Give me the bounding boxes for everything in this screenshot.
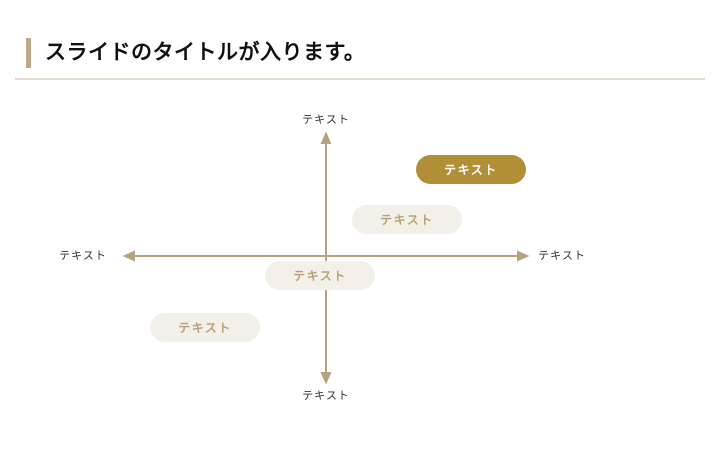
axis-label-right: テキスト bbox=[538, 249, 586, 262]
header-divider bbox=[15, 78, 705, 80]
arrow-up-icon bbox=[320, 131, 332, 144]
arrow-right-icon bbox=[517, 250, 530, 262]
axis-label-top: テキスト bbox=[302, 113, 350, 126]
arrow-down-icon bbox=[320, 372, 332, 385]
arrow-left-icon bbox=[122, 250, 135, 262]
slide-title: スライドのタイトルが入ります。 bbox=[45, 40, 366, 64]
matrix-item-upper-right: テキスト bbox=[352, 205, 462, 234]
axis-label-left: テキスト bbox=[59, 249, 107, 262]
matrix-item-lower-left: テキスト bbox=[150, 313, 260, 342]
axis-label-bottom: テキスト bbox=[302, 389, 350, 402]
matrix-item-center: テキスト bbox=[265, 261, 375, 290]
title-accent-bar bbox=[26, 38, 31, 68]
matrix-item-primary: テキスト bbox=[416, 155, 526, 184]
